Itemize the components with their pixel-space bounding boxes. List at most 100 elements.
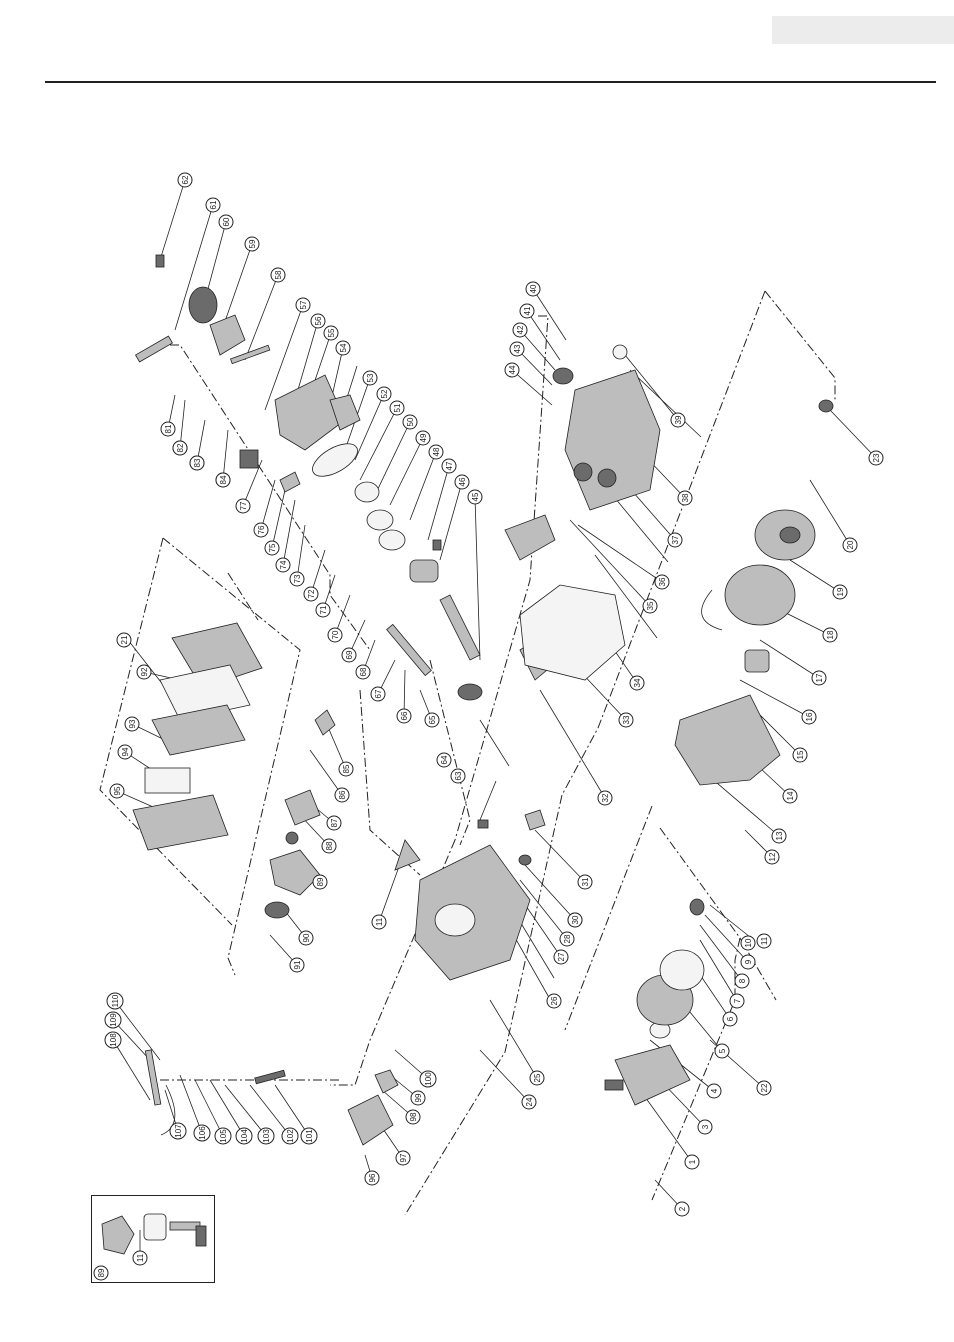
callout-76: 76	[253, 522, 269, 538]
spring-link-part	[160, 1084, 176, 1136]
connecting-rod-part	[439, 594, 481, 661]
callout-24: 24	[521, 1094, 537, 1110]
head-gasket-part	[312, 443, 358, 477]
svg-text:45: 45	[471, 492, 480, 501]
callout-11: 11	[371, 914, 387, 930]
svg-text:9: 9	[744, 959, 753, 964]
governor-arm-part	[394, 839, 421, 871]
callout-103: 103	[257, 1127, 275, 1145]
svg-text:103: 103	[262, 1129, 271, 1143]
callout-91: 91	[289, 957, 305, 973]
rod-part	[144, 1049, 162, 1106]
callout-69: 69	[341, 647, 357, 663]
svg-text:66: 66	[400, 711, 409, 720]
svg-text:91: 91	[293, 960, 302, 969]
svg-text:58: 58	[274, 270, 283, 279]
svg-text:38: 38	[681, 493, 690, 502]
svg-text:62: 62	[181, 175, 190, 184]
callout-3: 3	[697, 1119, 713, 1135]
svg-text:4: 4	[710, 1088, 719, 1093]
callout-9: 9	[740, 954, 756, 970]
pipe-part	[134, 335, 174, 363]
callout-37: 37	[667, 532, 683, 548]
svg-text:23: 23	[872, 453, 881, 462]
svg-text:25: 25	[533, 1073, 542, 1082]
washer-part	[518, 854, 532, 866]
callout-17: 17	[811, 670, 827, 686]
svg-text:15: 15	[796, 750, 805, 759]
callout-30: 30	[567, 912, 583, 928]
callout-48: 48	[428, 444, 444, 460]
svg-text:14: 14	[786, 791, 795, 800]
callout-64: 64	[436, 752, 452, 768]
svg-text:37: 37	[671, 535, 680, 544]
solenoid-part	[374, 1069, 399, 1094]
callout-38: 38	[677, 490, 693, 506]
svg-text:44: 44	[508, 365, 517, 374]
callout-4: 4	[706, 1083, 722, 1099]
bolt-part	[155, 254, 165, 268]
svg-text:61: 61	[209, 200, 218, 209]
callout-50: 50	[402, 414, 418, 430]
svg-text:87: 87	[330, 818, 339, 827]
svg-text:13: 13	[775, 831, 784, 840]
callout-106: 106	[193, 1124, 211, 1142]
callout-77: 77	[235, 498, 251, 514]
svg-text:64: 64	[440, 755, 449, 764]
fan-hub-part	[779, 526, 801, 544]
callout-41: 41	[519, 303, 535, 319]
callout-109: 109	[104, 1011, 122, 1029]
intake-part	[264, 901, 290, 919]
inset-diagram: 11 89	[93, 1213, 207, 1281]
seal-part	[818, 399, 834, 413]
svg-text:39: 39	[674, 415, 683, 424]
svg-text:68: 68	[359, 667, 368, 676]
crankcase-gasket-part	[519, 584, 626, 681]
svg-text:70: 70	[331, 630, 340, 639]
callout-43: 43	[509, 341, 525, 357]
callout-81: 81	[160, 421, 176, 437]
callout-56: 56	[310, 313, 326, 329]
callout-107: 107	[169, 1122, 187, 1140]
callout-5: 5	[714, 1043, 730, 1059]
svg-text:110: 110	[111, 994, 120, 1007]
callout-73: 73	[289, 571, 305, 587]
callout-92: 92	[136, 664, 152, 680]
callout-65: 65	[424, 712, 440, 728]
oil-cap-part	[524, 809, 546, 831]
callout-58: 58	[270, 267, 286, 283]
svg-text:89: 89	[316, 877, 325, 886]
svg-text:52: 52	[380, 389, 389, 398]
foam-filter-part	[144, 767, 191, 794]
callout-44: 44	[504, 362, 520, 378]
svg-text:40: 40	[529, 284, 538, 293]
svg-text:106: 106	[198, 1126, 207, 1140]
callout-20: 20	[842, 537, 858, 553]
inset-fitting-part	[195, 1225, 207, 1247]
callout-53: 53	[362, 370, 378, 386]
callout-45: 45	[467, 489, 483, 505]
callout-71: 71	[315, 602, 331, 618]
svg-text:11: 11	[375, 917, 384, 926]
svg-text:83: 83	[193, 458, 202, 467]
ratchet-part	[689, 898, 705, 916]
callout-57: 57	[295, 297, 311, 313]
svg-text:85: 85	[342, 764, 351, 773]
callout-36: 36	[654, 574, 670, 590]
callout-95: 95	[109, 783, 125, 799]
svg-text:60: 60	[222, 217, 231, 226]
callout-104: 104	[235, 1127, 253, 1145]
callout-27: 27	[553, 949, 569, 965]
svg-text:12: 12	[768, 852, 777, 861]
inset-callout-11: 11	[132, 1250, 148, 1266]
callout-89: 89	[312, 874, 328, 890]
svg-text:21: 21	[120, 635, 129, 644]
callout-2: 2	[674, 1201, 690, 1217]
callout-23: 23	[868, 450, 884, 466]
inset-box: 11 89	[91, 1195, 215, 1283]
callout-62: 62	[177, 172, 193, 188]
svg-text:90: 90	[302, 933, 311, 942]
cylinder-head-part	[274, 374, 346, 451]
